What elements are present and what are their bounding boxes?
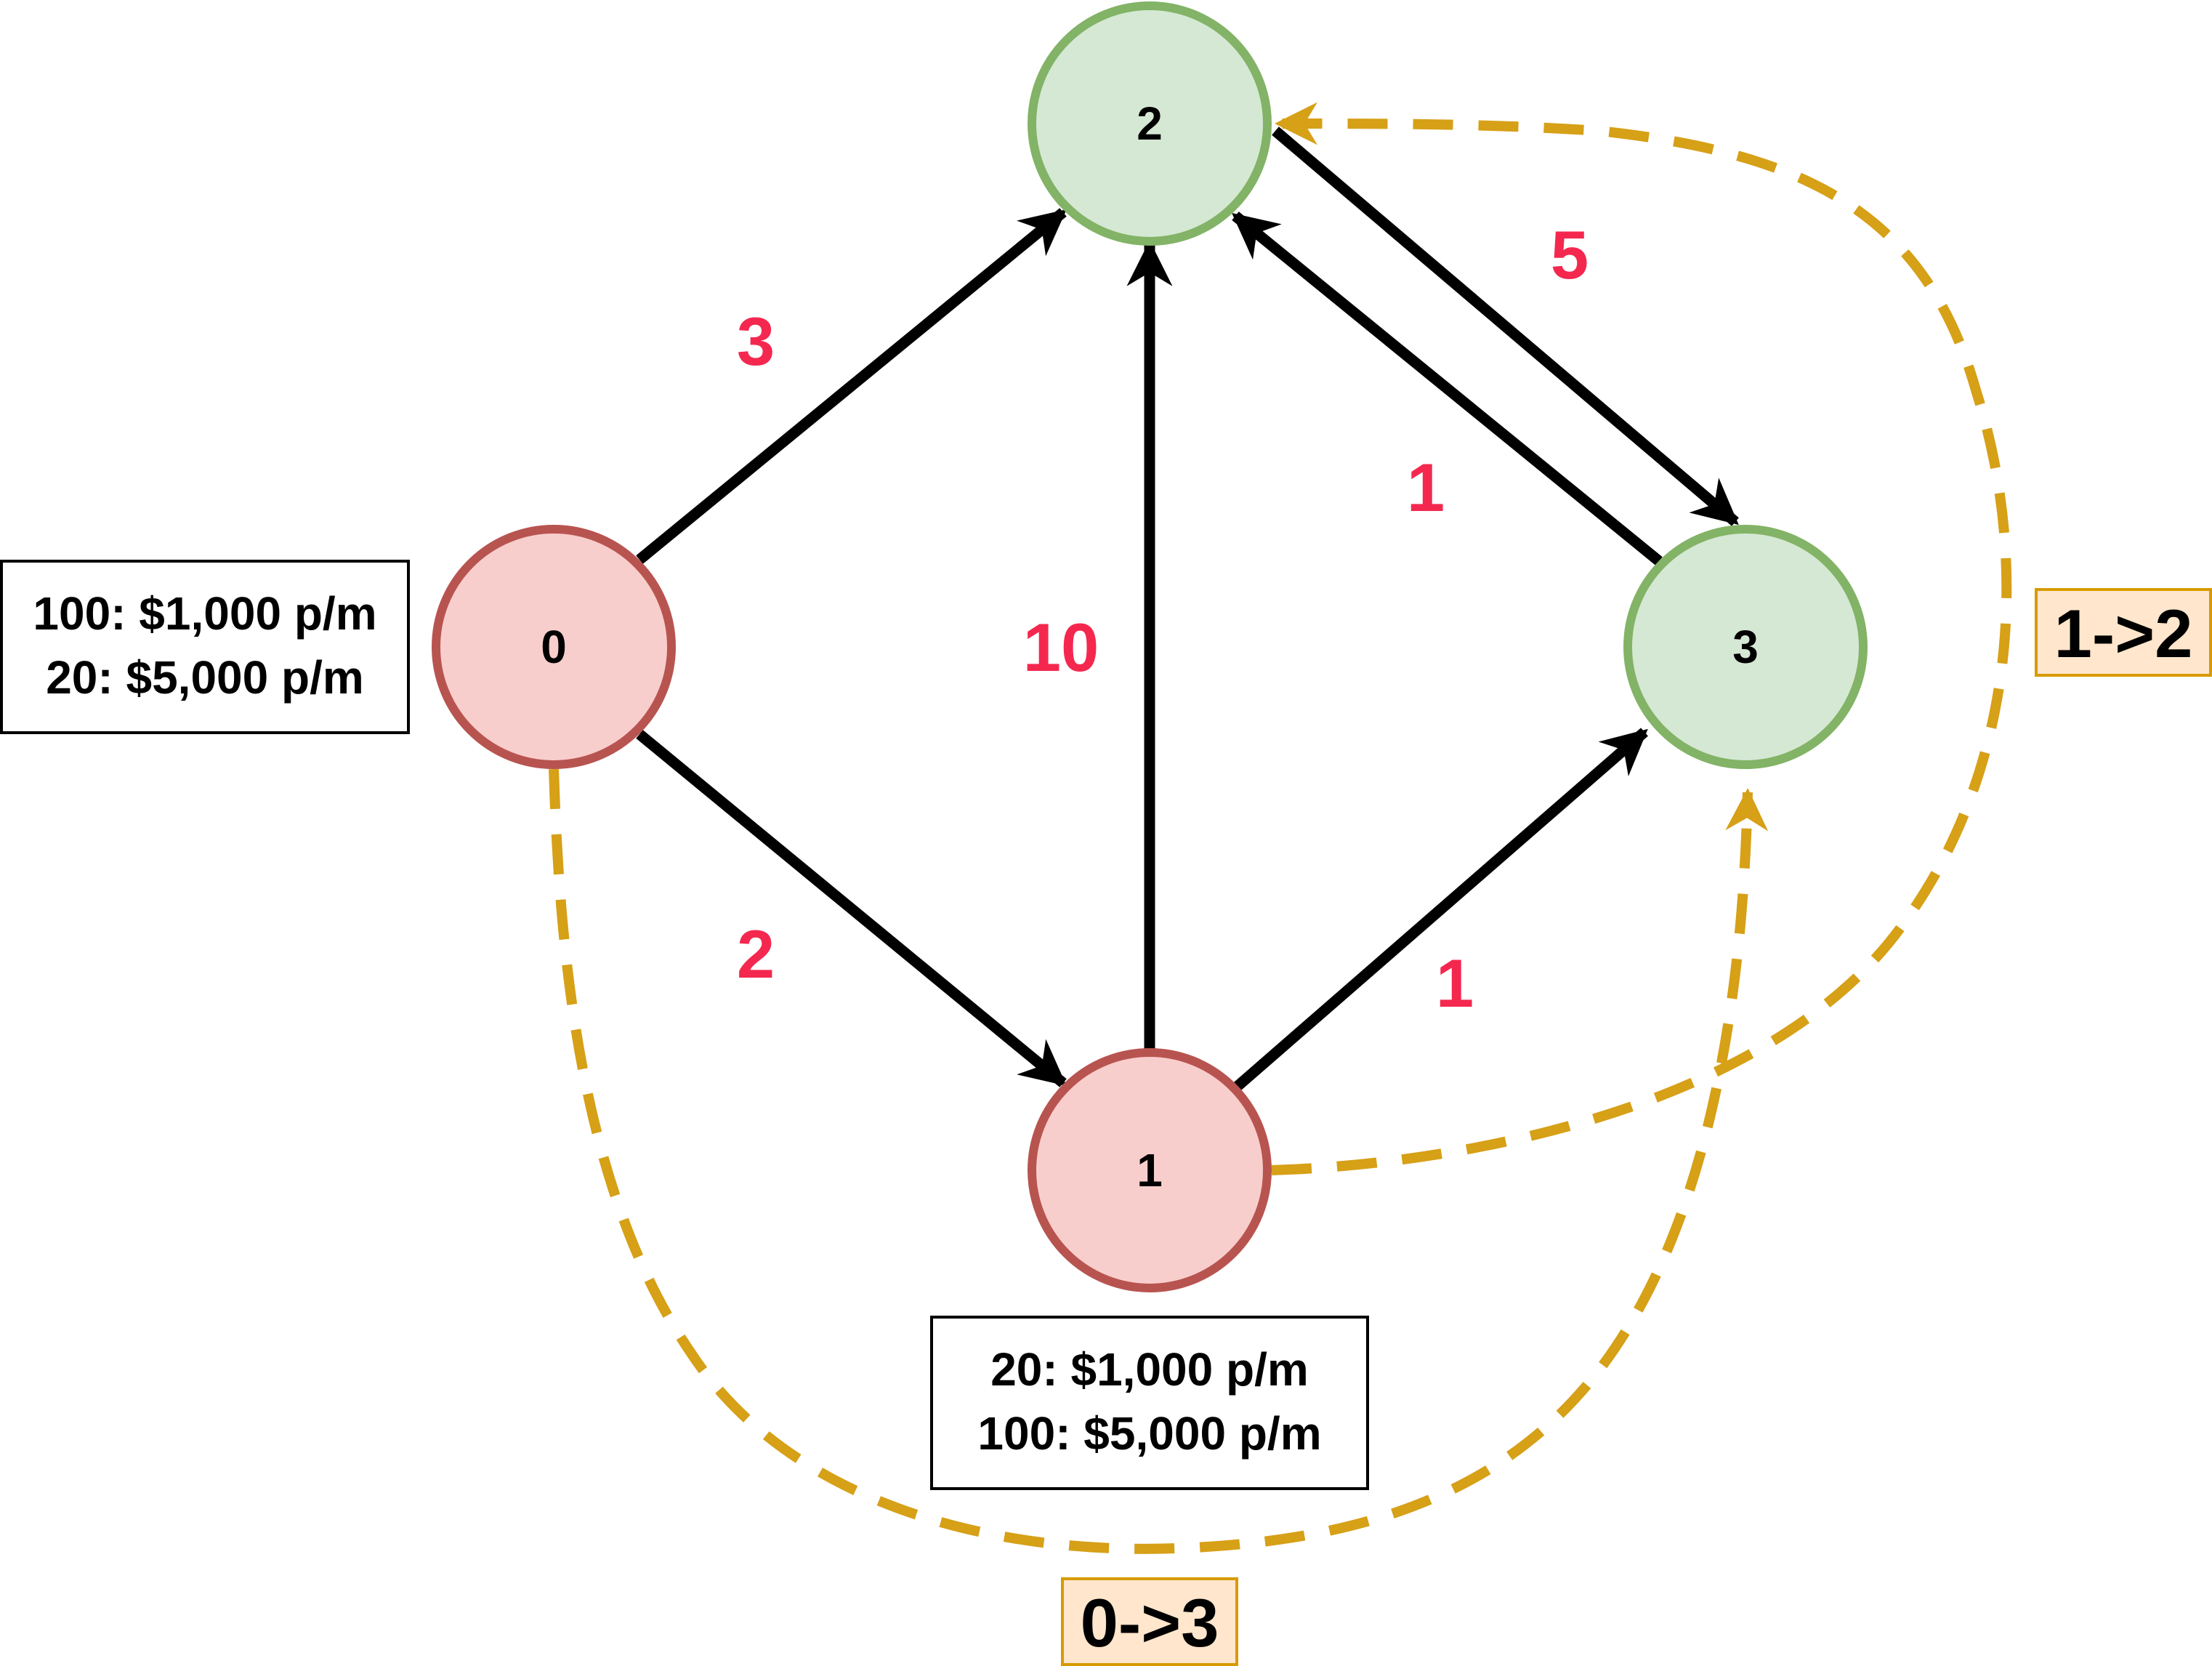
node-3[interactable]: 3: [1623, 525, 1868, 769]
node-2-circle: [1028, 1, 1272, 246]
edge-2-to-3[interactable]: [1272, 126, 1739, 526]
supply-box-node-0: 100: $1,000 p/m 20: $5,000 p/m: [0, 560, 410, 734]
node-3-circle: [1623, 525, 1868, 769]
route-label-1-to-2: 1->2: [2035, 588, 2212, 677]
supply-box-node-1-line2: 100: $5,000 p/m: [977, 1407, 1321, 1460]
node-1-circle: [1028, 1048, 1272, 1292]
edges: [636, 126, 1739, 1092]
supply-box-node-0-line2: 20: $5,000 p/m: [46, 651, 364, 704]
weight-0-to-2: 3: [737, 303, 775, 379]
node-0-circle: [432, 525, 676, 769]
node-1[interactable]: 1: [1028, 1048, 1272, 1292]
supply-box-node-1-line1: 20: $1,000 p/m: [990, 1343, 1309, 1396]
supply-box-node-1: 20: $1,000 p/m 100: $5,000 p/m: [930, 1316, 1369, 1490]
edge-1-to-3[interactable]: [1232, 728, 1648, 1092]
weight-1-to-3: 1: [1436, 945, 1474, 1021]
node-1-label: 1: [1137, 1144, 1163, 1196]
node-0[interactable]: 0: [432, 525, 676, 769]
edge-0-to-1[interactable]: [636, 730, 1067, 1087]
route-label-0-to-3-frame: [1061, 1577, 1238, 1666]
weight-3-to-2: 1: [1407, 449, 1445, 526]
supply-box-node-0-line1: 100: $1,000 p/m: [33, 587, 376, 640]
route-label-0-to-3: 0->3: [1061, 1577, 1238, 1666]
node-2-label: 2: [1137, 97, 1163, 150]
supply-box-node-1-frame: [930, 1316, 1369, 1490]
weight-0-to-1: 2: [737, 916, 775, 992]
node-0-label: 0: [541, 621, 567, 673]
edge-3-to-2[interactable]: [1232, 212, 1663, 566]
weight-2-to-3: 5: [1551, 217, 1589, 293]
route-0-to-3[interactable]: [549, 768, 1769, 1554]
weight-1-to-2: 10: [1023, 609, 1099, 685]
node-3-label: 3: [1732, 621, 1759, 673]
edge-0-to-2[interactable]: [636, 208, 1067, 564]
route-label-0-to-3-text: 0->3: [1081, 1585, 1219, 1661]
node-2[interactable]: 2: [1028, 1, 1272, 246]
edge-weights: 3 2 10 1 5 1: [737, 217, 1589, 1021]
route-label-1-to-2-text: 1->2: [2054, 595, 2193, 672]
supply-box-node-0-frame: [0, 560, 410, 734]
route-1-to-2[interactable]: [1271, 102, 2012, 1175]
routes: [549, 102, 2012, 1554]
route-label-1-to-2-frame: [2035, 588, 2212, 677]
